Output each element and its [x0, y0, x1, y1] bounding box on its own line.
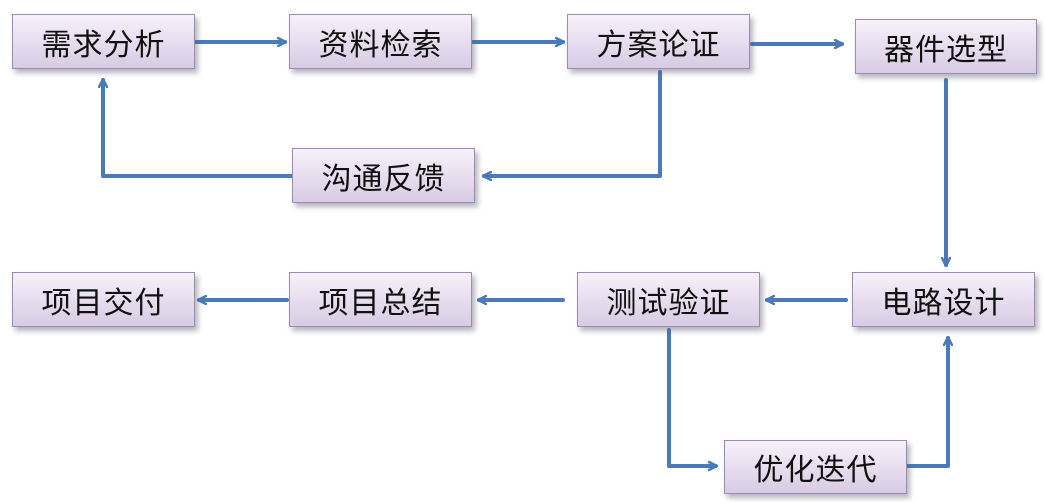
arrow-test-to-optimization	[667, 328, 718, 466]
node-scheme-demonstration: 方案论证	[567, 14, 750, 69]
node-project-delivery: 项目交付	[12, 272, 195, 327]
node-communication-feedback: 沟通反馈	[292, 148, 475, 203]
arrow-scheme-to-feedback	[482, 70, 662, 176]
arrow-feedback-to-requirement	[103, 78, 294, 178]
node-requirement-analysis: 需求分析	[12, 14, 195, 69]
arrow-optimization-to-circuit	[904, 336, 948, 468]
node-literature-search: 资料检索	[289, 14, 472, 69]
node-component-selection: 器件选型	[855, 19, 1037, 74]
node-circuit-design: 电路设计	[852, 272, 1035, 327]
node-test-verification: 测试验证	[577, 272, 760, 327]
node-project-summary: 项目总结	[289, 272, 472, 327]
node-optimization-iteration: 优化迭代	[724, 440, 907, 494]
